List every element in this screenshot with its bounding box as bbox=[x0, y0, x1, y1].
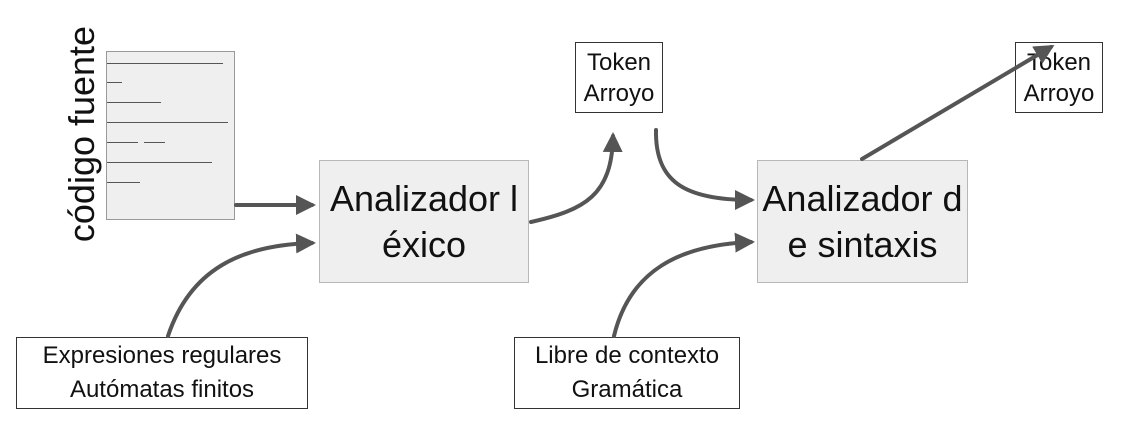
arrow-tokens-to-parser bbox=[653, 128, 755, 210]
lexical-analyzer-line1: Analizador l bbox=[329, 177, 519, 219]
doc-line bbox=[107, 142, 138, 143]
syntax-analyzer-line2: e sintaxis bbox=[787, 223, 938, 265]
syntax-analyzer-box: Analizador d e sintaxis bbox=[757, 160, 968, 283]
grammar-note-line1: Libre de contexto bbox=[534, 342, 720, 369]
grammar-note-line2: Gramática bbox=[571, 376, 683, 403]
token-stream-output-line2: Arroyo bbox=[1023, 79, 1095, 107]
regular-expressions-note: Expresiones regulares Autómatas finitos bbox=[16, 337, 308, 409]
token-stream-line1: Token bbox=[586, 48, 652, 76]
doc-line bbox=[107, 82, 122, 83]
doc-line bbox=[107, 162, 212, 163]
token-stream-box: Token Arroyo bbox=[575, 42, 663, 113]
lexical-analyzer-line2: éxico bbox=[381, 223, 467, 265]
regex-note-line1: Expresiones regulares bbox=[42, 342, 282, 369]
arrow-regex-to-lexer bbox=[166, 233, 316, 338]
doc-line bbox=[144, 142, 165, 143]
arrow-grammar-to-parser bbox=[612, 232, 755, 338]
lexical-analyzer-box: Analizador l éxico bbox=[319, 160, 529, 283]
doc-line bbox=[107, 63, 223, 64]
token-stream-output-box: Token Arroyo bbox=[1015, 42, 1103, 113]
doc-line bbox=[107, 122, 228, 123]
syntax-analyzer-line1: Analizador d bbox=[762, 177, 963, 219]
context-free-grammar-note: Libre de contexto Gramática bbox=[514, 337, 740, 409]
doc-line bbox=[107, 182, 140, 183]
doc-line bbox=[107, 102, 161, 103]
token-stream-line2: Arroyo bbox=[583, 79, 655, 107]
regex-note-line2: Autómatas finitos bbox=[69, 376, 255, 403]
arrow-lexer-to-tokens bbox=[529, 132, 623, 224]
source-document-icon bbox=[106, 51, 235, 220]
arrow-parser-to-output bbox=[860, 44, 1055, 161]
